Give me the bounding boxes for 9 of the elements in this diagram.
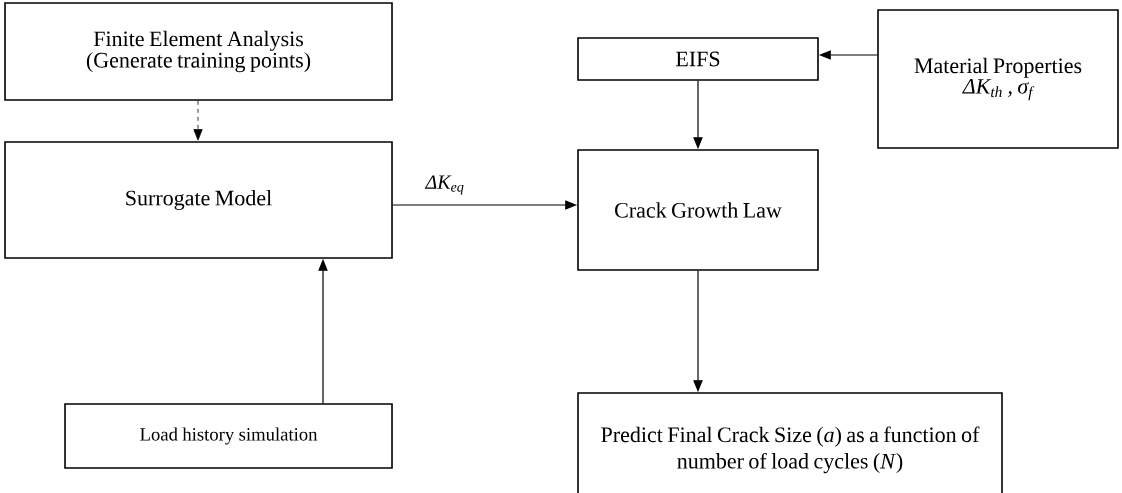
process-box: Surrogate Model	[4, 141, 393, 259]
process-box: EIFS	[577, 37, 819, 81]
process-box: Crack Growth Law	[577, 149, 819, 271]
arrow	[193, 100, 203, 141]
process-box: Material Properties ΔK$_{th}$ , σ$_{f}$	[877, 9, 1119, 149]
process-box: Finite Element Analysis (Generate training points)	[4, 2, 393, 101]
process-box: Predict Final Crack Size (a) as a function of number of load cycles (N)	[577, 392, 1003, 493]
edge-label: ΔK$_{eq}$	[424, 174, 466, 196]
process-box: Load history simulation	[64, 403, 393, 469]
